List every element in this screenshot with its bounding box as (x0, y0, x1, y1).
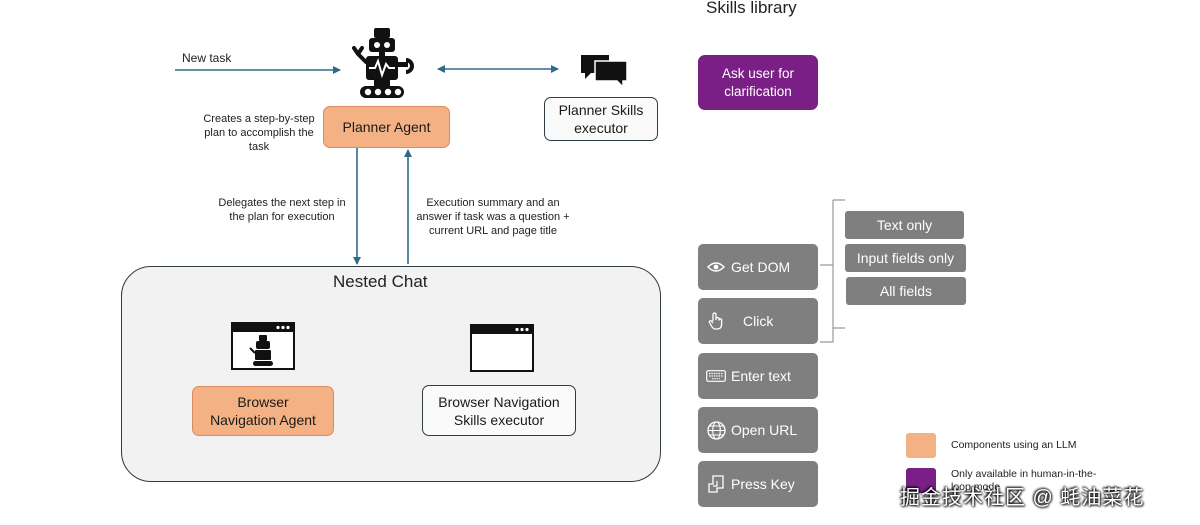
keyboard-icon (706, 366, 726, 386)
legend-label-llm: Components using an LLM (951, 439, 1077, 451)
skill-enter-text: Enter text (698, 353, 818, 399)
nested-chat-container (121, 266, 661, 482)
legend-swatch-human-in-loop (906, 468, 936, 493)
browser-navigation-skills-executor-node: Browser Navigation Skills executor (422, 385, 576, 436)
nested-chat-title: Nested Chat (333, 272, 428, 291)
planner-skills-executor-node: Planner Skills executor (544, 97, 658, 141)
new-task-label: New task (182, 51, 232, 65)
skill-label: Press Key (731, 476, 795, 492)
skill-open-url: Open URL (698, 407, 818, 453)
skill-label: Open URL (731, 422, 798, 438)
eye-icon (706, 257, 726, 277)
watermark-text: 掘金技术社区 @ 蚝油菜花 (900, 487, 1145, 509)
skill-label: Click (743, 313, 774, 329)
key-icon (706, 474, 726, 494)
legend-label-human-in-loop: Only available in human-in-the-loop mode (951, 468, 1097, 493)
chat-bubbles-icon (581, 55, 628, 89)
pointer-hand-icon (706, 311, 726, 331)
ask-user-skill-node: Ask user for clarification (698, 55, 818, 110)
skill-click: Click (698, 298, 818, 344)
skill-label: Enter text (731, 368, 791, 384)
globe-icon (706, 420, 726, 440)
creates-plan-label: Creates a step-by-step plan to accomplis… (203, 113, 315, 153)
planner-agent-node: Planner Agent (323, 106, 450, 148)
browser-navigation-agent-node: Browser Navigation Agent (192, 386, 334, 436)
skill-press-key: Press Key (698, 461, 818, 507)
delegates-label: Delegates the next step in the plan for … (218, 197, 346, 223)
legend-swatch-llm (906, 433, 936, 458)
dom-option-input-fields-only: Input fields only (845, 244, 966, 272)
skills-library-title: Skills library (706, 0, 797, 17)
dom-option-all-fields: All fields (846, 277, 966, 305)
dom-option-text-only: Text only (845, 211, 964, 239)
execution-summary-label: Execution summary and an answer if task … (416, 197, 570, 237)
browser-window-icon (470, 324, 534, 372)
skill-get-dom: Get DOM (698, 244, 818, 290)
dom-options-bracket (820, 199, 845, 343)
robot-icon (352, 28, 414, 98)
skill-label: Get DOM (731, 259, 791, 275)
browser-window-robot-icon (231, 322, 295, 370)
